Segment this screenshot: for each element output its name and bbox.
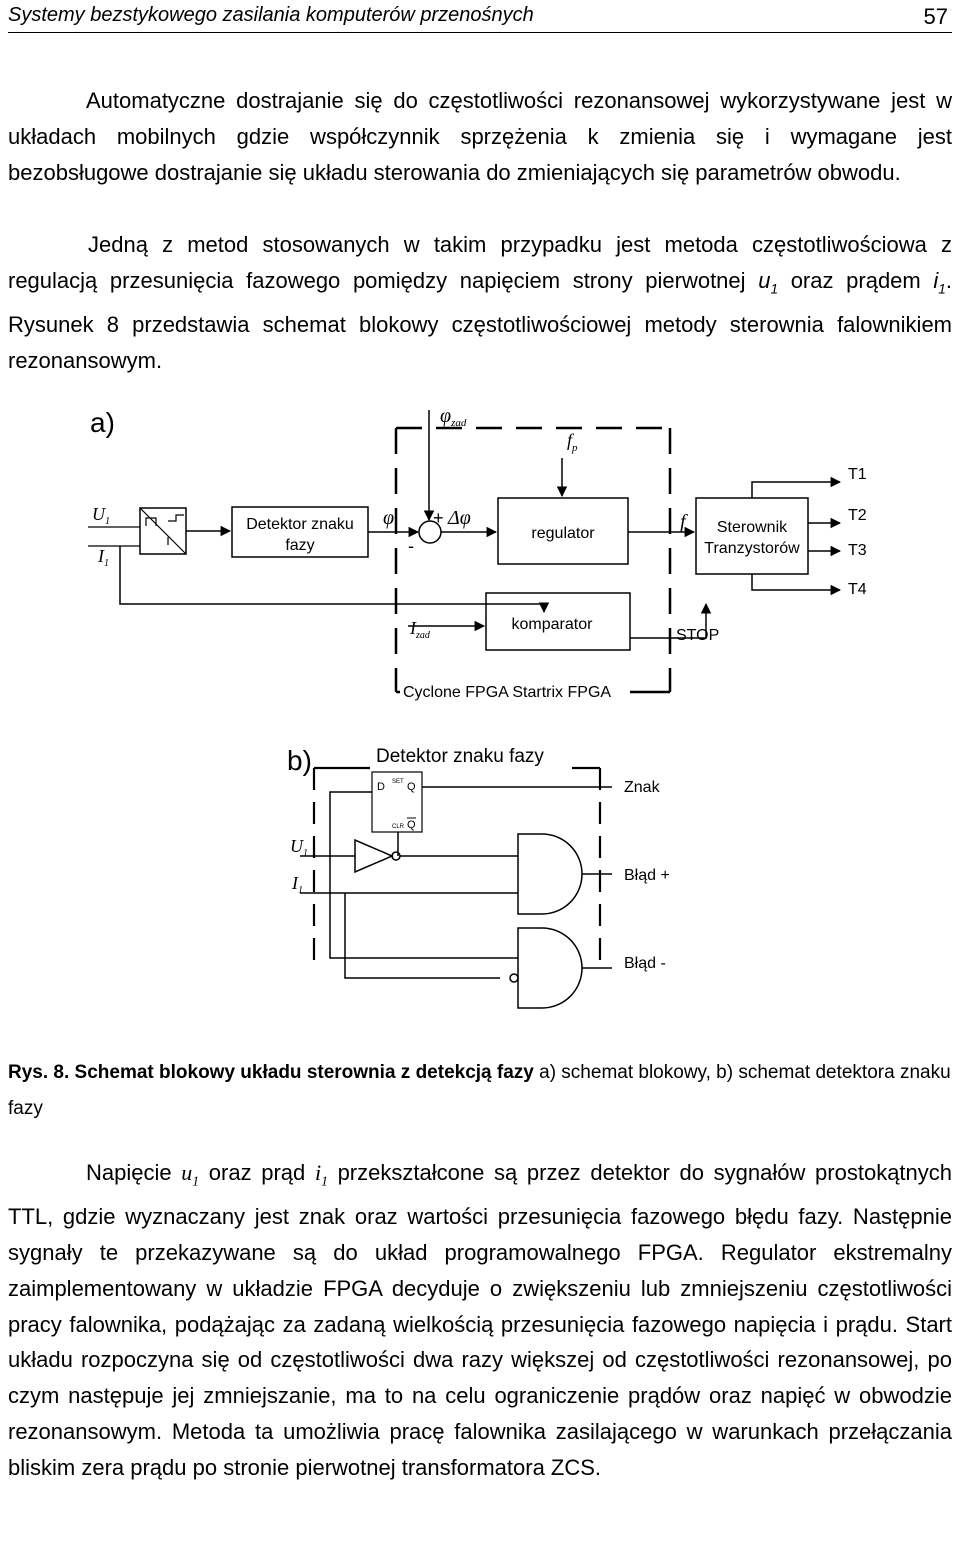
and-gate-minus xyxy=(517,927,583,1009)
symbol-i: i xyxy=(933,268,939,293)
detector-label-2: fazy xyxy=(285,537,314,554)
ff-q-label: Q xyxy=(407,781,416,793)
ff-set-label: SET xyxy=(392,779,404,785)
izad-label: Izad xyxy=(409,618,431,641)
label-a: a) xyxy=(90,407,115,438)
fpga-region xyxy=(394,426,672,694)
u1-b-label: U1 xyxy=(290,836,308,859)
and-gate-plus xyxy=(517,833,583,915)
caption-bold: Rys. 8. Schemat blokowy układu sterownia… xyxy=(8,1062,534,1083)
i1-wiring xyxy=(300,832,518,979)
paragraph-3-text-c: przekształcone są przez detektor do sygn… xyxy=(8,1160,953,1480)
paragraph-2-text-a: Jedną z metod stosowanych w takim przypa… xyxy=(8,232,952,293)
regulator-block xyxy=(497,497,629,565)
symbol-i-p3-subscript: 1 xyxy=(321,1173,328,1189)
u1-label: U1 xyxy=(92,504,110,527)
and-minus-inversion xyxy=(509,973,519,983)
out-blad-minus: Błąd - xyxy=(624,955,666,972)
plus-sign: + xyxy=(433,508,444,528)
paragraph-1: Automatyczne dostrajanie się do częstotl… xyxy=(8,88,952,185)
t1-label: T1 xyxy=(848,466,867,483)
symbol-i-p3: i xyxy=(314,1160,322,1185)
paragraph-3-text-b: oraz prąd xyxy=(199,1160,315,1185)
fpga-label: Cyclone FPGA Startrix FPGA xyxy=(403,684,611,701)
signal-converter-block xyxy=(139,507,187,555)
label-b: b) xyxy=(287,745,312,776)
current-to-comparator-line xyxy=(119,546,550,614)
paragraph-3: Napięcie u1 oraz prąd i1 przekształcone … xyxy=(8,1155,952,1486)
figure-caption: Rys. 8. Schemat blokowy układu sterownia… xyxy=(8,1055,952,1127)
t2-label: T2 xyxy=(848,507,867,524)
ff-d-label: D xyxy=(377,781,385,793)
symbol-u-p3: u xyxy=(181,1160,193,1185)
paragraph-2-text-b: oraz prądem xyxy=(778,268,934,293)
t3-label: T3 xyxy=(848,542,867,559)
paragraph-2-text-c: . Rysunek 8 przedstawia schemat blokowy … xyxy=(8,268,952,374)
controller-block xyxy=(695,497,809,575)
detector-label-1: Detektor znaku xyxy=(246,516,354,533)
phi-zad-label: φzad xyxy=(440,405,467,429)
fp-label: fp xyxy=(567,430,578,454)
ff-qbar-label: Q xyxy=(407,819,416,831)
block-diagram-figure: a) φzad fp U1 I1 Detektor znaku fazy φ +… xyxy=(88,405,867,1009)
stop-label: STOP xyxy=(676,627,719,644)
regulator-label: regulator xyxy=(531,525,595,542)
out-znak: Znak xyxy=(624,779,661,796)
ff-clr-label: CLR xyxy=(392,824,405,830)
page-header: Systemy bezstykowego zasilania komputeró… xyxy=(8,0,952,33)
detector-title: Detektor znaku fazy xyxy=(376,746,544,767)
comparator-block xyxy=(485,592,631,651)
t4-label: T4 xyxy=(848,581,867,598)
t4-line xyxy=(751,574,842,596)
caption-rest: a) schemat blokowy, b) schemat detektora… xyxy=(8,1062,951,1119)
out-blad-plus: Błąd + xyxy=(624,867,670,884)
u1-wiring xyxy=(300,791,518,959)
running-title: Systemy bezstykowego zasilania komputeró… xyxy=(8,4,534,26)
symbol-u-p3-subscript: 1 xyxy=(192,1173,200,1189)
comparator-label: komparator xyxy=(512,616,594,633)
controller-label-2: Tranzystorów xyxy=(704,540,800,557)
t1-line xyxy=(751,476,842,498)
symbol-i-subscript: 1 xyxy=(938,281,946,297)
paragraph-3-text-a: Napięcie xyxy=(86,1160,182,1185)
symbol-u-subscript: 1 xyxy=(770,281,779,297)
flip-flop xyxy=(371,771,423,833)
i1-label: I1 xyxy=(97,546,109,569)
f-label: f xyxy=(680,511,688,533)
paragraph-2: Jedną z metod stosowanych w takim przypa… xyxy=(8,227,952,379)
controller-label-1: Sterownik xyxy=(717,519,788,536)
stop-line xyxy=(630,602,712,639)
page-number: 57 xyxy=(923,4,948,29)
minus-sign: - xyxy=(408,536,414,556)
symbol-u: u xyxy=(758,268,771,293)
inverter xyxy=(354,838,401,874)
delta-phi-label: Δφ xyxy=(447,507,471,529)
phi-label: φ xyxy=(383,507,394,529)
i1-b-label: I1 xyxy=(291,873,303,896)
detector-dashed-frame xyxy=(312,766,602,968)
